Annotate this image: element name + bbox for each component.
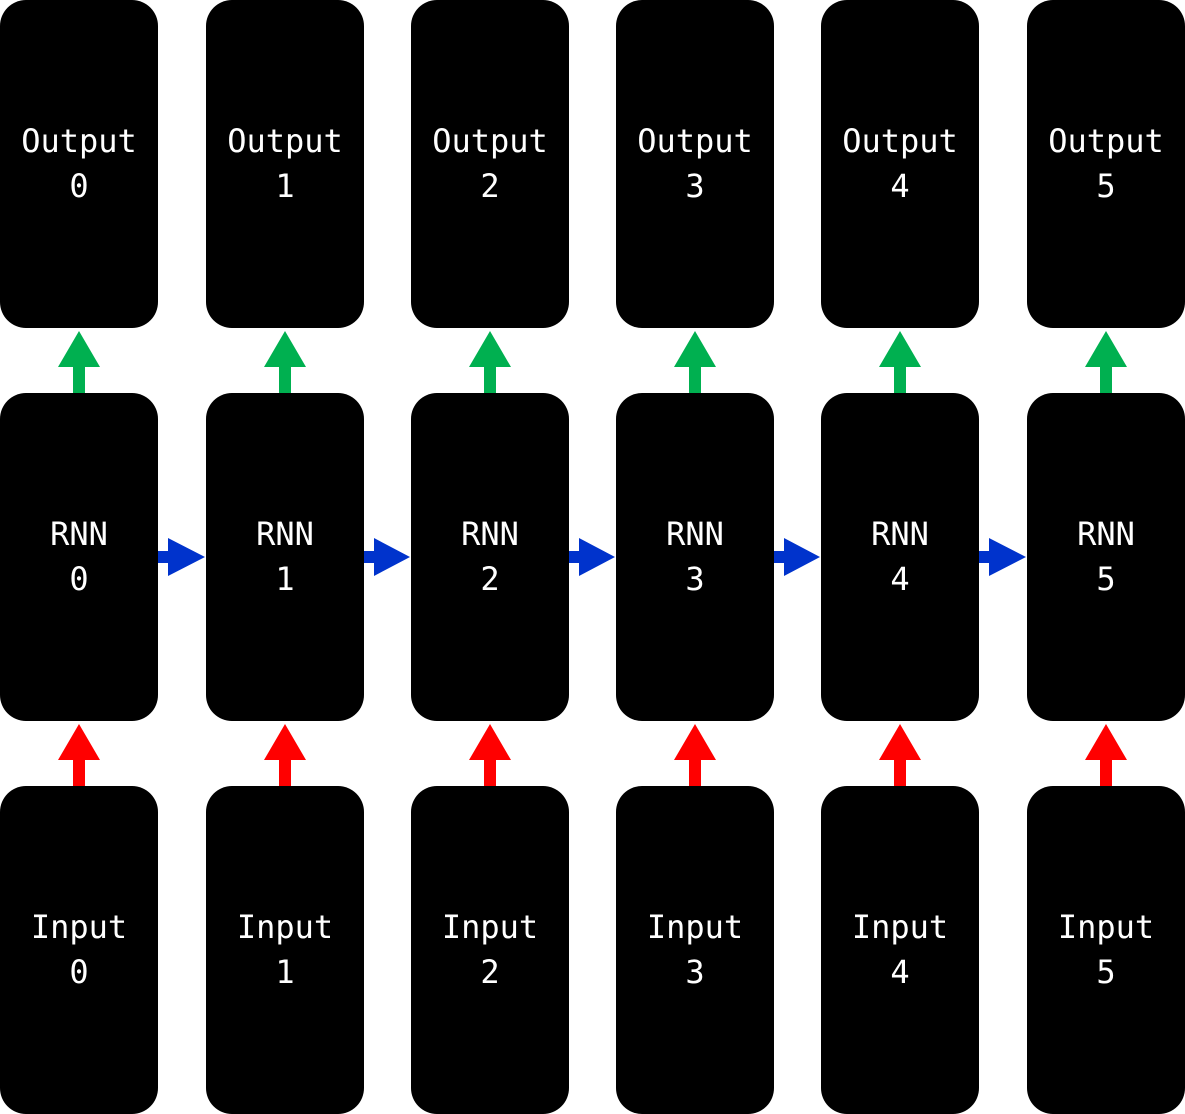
output-arrow-3 xyxy=(674,331,716,393)
input-label-line1: Input xyxy=(236,908,334,946)
input-arrow-2 xyxy=(469,724,511,786)
input-box-1: Input 1 xyxy=(206,786,364,1114)
recurrent-arrow-0 xyxy=(158,538,205,576)
rnn-label-line2: 3 xyxy=(685,560,705,598)
input-label-line2: 4 xyxy=(890,953,910,991)
rnn-label-line1: RNN xyxy=(256,515,314,553)
rnn-label-line1: RNN xyxy=(871,515,929,553)
rnn-label-line2: 2 xyxy=(480,560,500,598)
rnn-label-line2: 1 xyxy=(275,560,295,598)
output-label-line2: 5 xyxy=(1096,167,1116,205)
input-arrow-0 xyxy=(58,724,100,786)
rnn-box-2: RNN 2 xyxy=(411,393,569,721)
recurrent-arrow-1 xyxy=(364,538,410,576)
output-box-1: Output 1 xyxy=(206,0,364,328)
input-label-line1: Input xyxy=(851,908,949,946)
output-arrow-2 xyxy=(469,331,511,393)
output-label-line1: Output xyxy=(842,122,958,160)
output-box-5: Output 5 xyxy=(1027,0,1185,328)
output-label-line2: 4 xyxy=(890,167,910,205)
output-box-2: Output 2 xyxy=(411,0,569,328)
input-arrow-5 xyxy=(1085,724,1127,786)
recurrent-arrow-4 xyxy=(979,538,1026,576)
rnn-label-line1: RNN xyxy=(461,515,519,553)
output-label-line2: 2 xyxy=(480,167,500,205)
input-box-5: Input 5 xyxy=(1027,786,1185,1114)
output-label-line2: 1 xyxy=(275,167,295,205)
rnn-label-line1: RNN xyxy=(1077,515,1135,553)
rnn-box-3: RNN 3 xyxy=(616,393,774,721)
input-box-0: Input 0 xyxy=(0,786,158,1114)
rnn-label-line2: 0 xyxy=(69,560,89,598)
output-arrow-4 xyxy=(879,331,921,393)
output-label-line1: Output xyxy=(227,122,343,160)
rnn-label-line1: RNN xyxy=(666,515,724,553)
input-label-line2: 2 xyxy=(480,953,500,991)
input-label-line1: Input xyxy=(30,908,128,946)
rnn-box-0: RNN 0 xyxy=(0,393,158,721)
input-label-line2: 0 xyxy=(69,953,89,991)
rnn-label-line1: RNN xyxy=(50,515,108,553)
output-arrow-0 xyxy=(58,331,100,393)
input-arrow-3 xyxy=(674,724,716,786)
rnn-label-line2: 5 xyxy=(1096,560,1116,598)
input-box-2: Input 2 xyxy=(411,786,569,1114)
input-box-3: Input 3 xyxy=(616,786,774,1114)
recurrent-arrow-2 xyxy=(569,538,615,576)
output-label-line1: Output xyxy=(432,122,548,160)
rnn-box-5: RNN 5 xyxy=(1027,393,1185,721)
input-label-line2: 5 xyxy=(1096,953,1116,991)
output-label-line2: 3 xyxy=(685,167,705,205)
output-box-3: Output 3 xyxy=(616,0,774,328)
input-label-line1: Input xyxy=(646,908,744,946)
output-label-line1: Output xyxy=(1048,122,1164,160)
input-label-line1: Input xyxy=(441,908,539,946)
output-label-line2: 0 xyxy=(69,167,89,205)
input-arrow-4 xyxy=(879,724,921,786)
output-box-0: Output 0 xyxy=(0,0,158,328)
rnn-box-1: RNN 1 xyxy=(206,393,364,721)
input-arrow-1 xyxy=(264,724,306,786)
input-label-line1: Input xyxy=(1057,908,1155,946)
rnn-label-line2: 4 xyxy=(890,560,910,598)
output-label-line1: Output xyxy=(21,122,137,160)
rnn-box-4: RNN 4 xyxy=(821,393,979,721)
input-label-line2: 1 xyxy=(275,953,295,991)
output-arrow-5 xyxy=(1085,331,1127,393)
input-label-line2: 3 xyxy=(685,953,705,991)
output-box-4: Output 4 xyxy=(821,0,979,328)
recurrent-arrow-3 xyxy=(774,538,820,576)
input-box-4: Input 4 xyxy=(821,786,979,1114)
output-label-line1: Output xyxy=(637,122,753,160)
output-arrow-1 xyxy=(264,331,306,393)
